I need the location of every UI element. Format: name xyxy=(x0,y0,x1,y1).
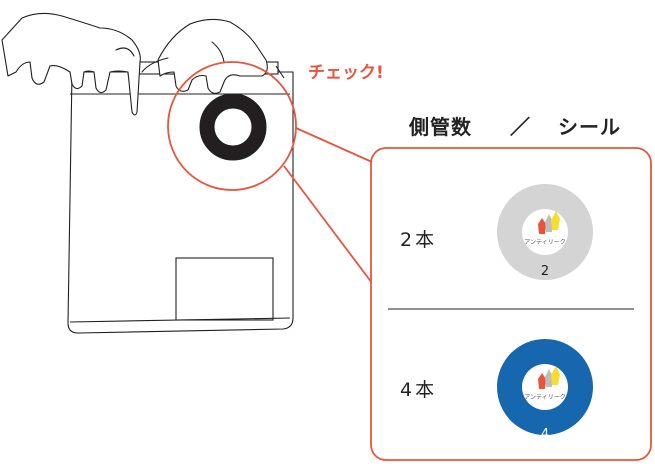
legend-header: 側管数 ／ シール xyxy=(408,115,621,139)
left-thumb xyxy=(115,47,135,57)
callout-circle xyxy=(167,61,297,191)
right-finger-line xyxy=(211,41,225,63)
row-2-count-label: 2本 xyxy=(400,229,437,251)
seal-2-number: 2 xyxy=(541,264,549,279)
bag-label-window xyxy=(175,257,274,321)
header-separator: ／ xyxy=(510,115,531,139)
callout-pointer-bottom xyxy=(283,165,373,284)
seal-4-logo-icon xyxy=(538,366,560,389)
check-label: チェック! xyxy=(308,63,384,83)
bag-outline xyxy=(67,71,294,334)
seal-4-number: 4 xyxy=(541,427,549,442)
right-thumb xyxy=(141,57,169,73)
seal-2-logo-icon xyxy=(538,211,560,234)
right-hand xyxy=(157,18,268,94)
seal-2-brand: アンティリーク xyxy=(524,239,565,246)
callout: チェック! xyxy=(167,61,384,284)
seal-4: アンティリーク 4 xyxy=(497,339,593,442)
header-side-tube-count: 側管数 xyxy=(408,115,472,139)
row-4-count-label: 4本 xyxy=(400,379,437,401)
seal-4-brand: アンティリーク xyxy=(524,394,565,401)
legend-panel: 2本 アンティリーク 2 4本 アンティリーク 4 xyxy=(370,147,652,461)
seal-2: アンティリーク 2 xyxy=(497,184,593,280)
hands-illustration xyxy=(1,12,268,116)
bag-illustration xyxy=(67,61,294,334)
tab-slit xyxy=(275,65,285,79)
port-ring xyxy=(199,93,267,161)
left-hand xyxy=(1,12,141,116)
callout-pointer-top xyxy=(295,127,373,163)
header-seal: シール xyxy=(558,115,621,139)
